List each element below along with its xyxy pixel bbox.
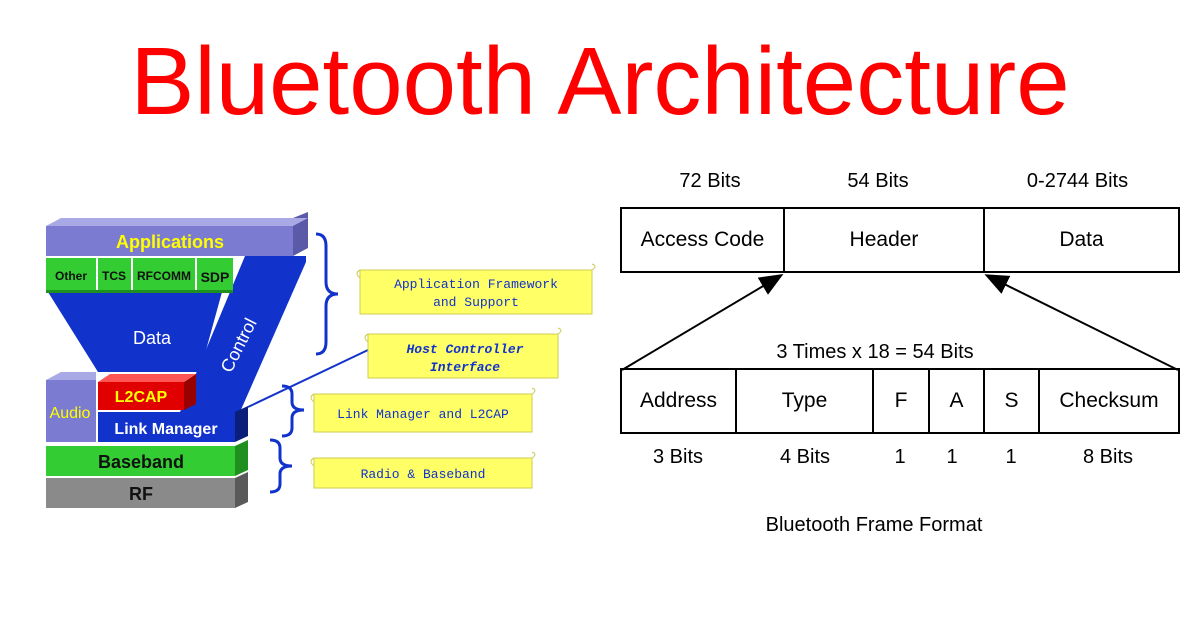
baseband-label: Baseband bbox=[98, 452, 184, 472]
checksum-size-label: 8 Bits bbox=[1082, 446, 1134, 468]
audio-label: Audio bbox=[50, 405, 91, 422]
l2cap-label: L2CAP bbox=[115, 389, 168, 406]
s-cell: S bbox=[983, 368, 1040, 434]
middleware-row: Other TCS RFCOMM SDP bbox=[46, 258, 233, 293]
header-size-label: 54 Bits bbox=[847, 170, 909, 192]
audio-layer: Audio bbox=[46, 372, 96, 442]
access-code-size-label: 72 Bits bbox=[679, 170, 741, 192]
arrow-right bbox=[984, 274, 1179, 371]
note-radio-baseband: Radio & Baseband bbox=[310, 451, 536, 489]
baseband-layer: Baseband bbox=[46, 440, 248, 476]
note-radio-baseband-line1: Radio & Baseband bbox=[361, 467, 486, 482]
note-link-manager-line1: Link Manager and L2CAP bbox=[337, 407, 509, 422]
frame-format-caption: Bluetooth Frame Format bbox=[765, 514, 983, 536]
rf-layer: RF bbox=[46, 472, 248, 508]
frame-format-diagram: 72 Bits 54 Bits 0-2744 Bits Access Code … bbox=[600, 160, 1200, 560]
data-label: Data bbox=[133, 328, 172, 348]
a-cell: A bbox=[928, 368, 985, 434]
data-funnel bbox=[48, 292, 222, 372]
tcs-label: TCS bbox=[102, 269, 126, 283]
rfcomm-label: RFCOMM bbox=[137, 269, 191, 283]
f-size-label: 1 bbox=[894, 446, 906, 468]
hci-connector-line bbox=[247, 349, 369, 408]
type-size-label: 4 Bits bbox=[779, 446, 831, 468]
header-expansion-arrows bbox=[621, 273, 1179, 371]
control-band bbox=[180, 256, 306, 412]
link-manager-layer: Link Manager bbox=[98, 406, 248, 442]
link-manager-label: Link Manager bbox=[114, 421, 217, 438]
note-application-framework-line1: Application Framework bbox=[394, 277, 558, 292]
other-label: Other bbox=[55, 269, 87, 283]
note-application-framework: Application Framework and Support bbox=[356, 263, 596, 315]
data-size-label: 0-2744 Bits bbox=[1026, 170, 1129, 192]
note-host-controller-line2: Interface bbox=[430, 360, 500, 375]
sdp-label: SDP bbox=[201, 269, 230, 285]
note-application-framework-line2: and Support bbox=[433, 295, 519, 310]
applications-layer: Applications bbox=[46, 212, 308, 256]
brace-application-framework bbox=[315, 232, 339, 356]
note-link-manager: Link Manager and L2CAP bbox=[310, 387, 536, 433]
s-size-label: 1 bbox=[1005, 446, 1017, 468]
header-breakdown-caption: 3 Times x 18 = 54 Bits bbox=[776, 341, 974, 363]
note-host-controller-line1: Host Controller bbox=[406, 342, 523, 357]
brace-radio-baseband bbox=[269, 438, 293, 494]
address-cell: Address bbox=[620, 368, 737, 434]
applications-label: Applications bbox=[116, 232, 224, 252]
l2cap-layer: L2CAP bbox=[98, 374, 196, 410]
page-title: Bluetooth Architecture bbox=[130, 28, 1070, 135]
checksum-cell: Checksum bbox=[1038, 368, 1180, 434]
arrow-left bbox=[621, 273, 784, 371]
note-host-controller: Host Controller Interface bbox=[364, 327, 562, 379]
protocol-stack-diagram: Applications Data Control Other TCS RFCO… bbox=[46, 212, 596, 508]
a-size-label: 1 bbox=[946, 446, 958, 468]
data-cell: Data bbox=[983, 207, 1180, 273]
address-size-label: 3 Bits bbox=[652, 446, 704, 468]
type-cell: Type bbox=[735, 368, 874, 434]
brace-link-manager bbox=[281, 384, 305, 438]
f-cell: F bbox=[872, 368, 930, 434]
rf-label: RF bbox=[129, 484, 153, 504]
